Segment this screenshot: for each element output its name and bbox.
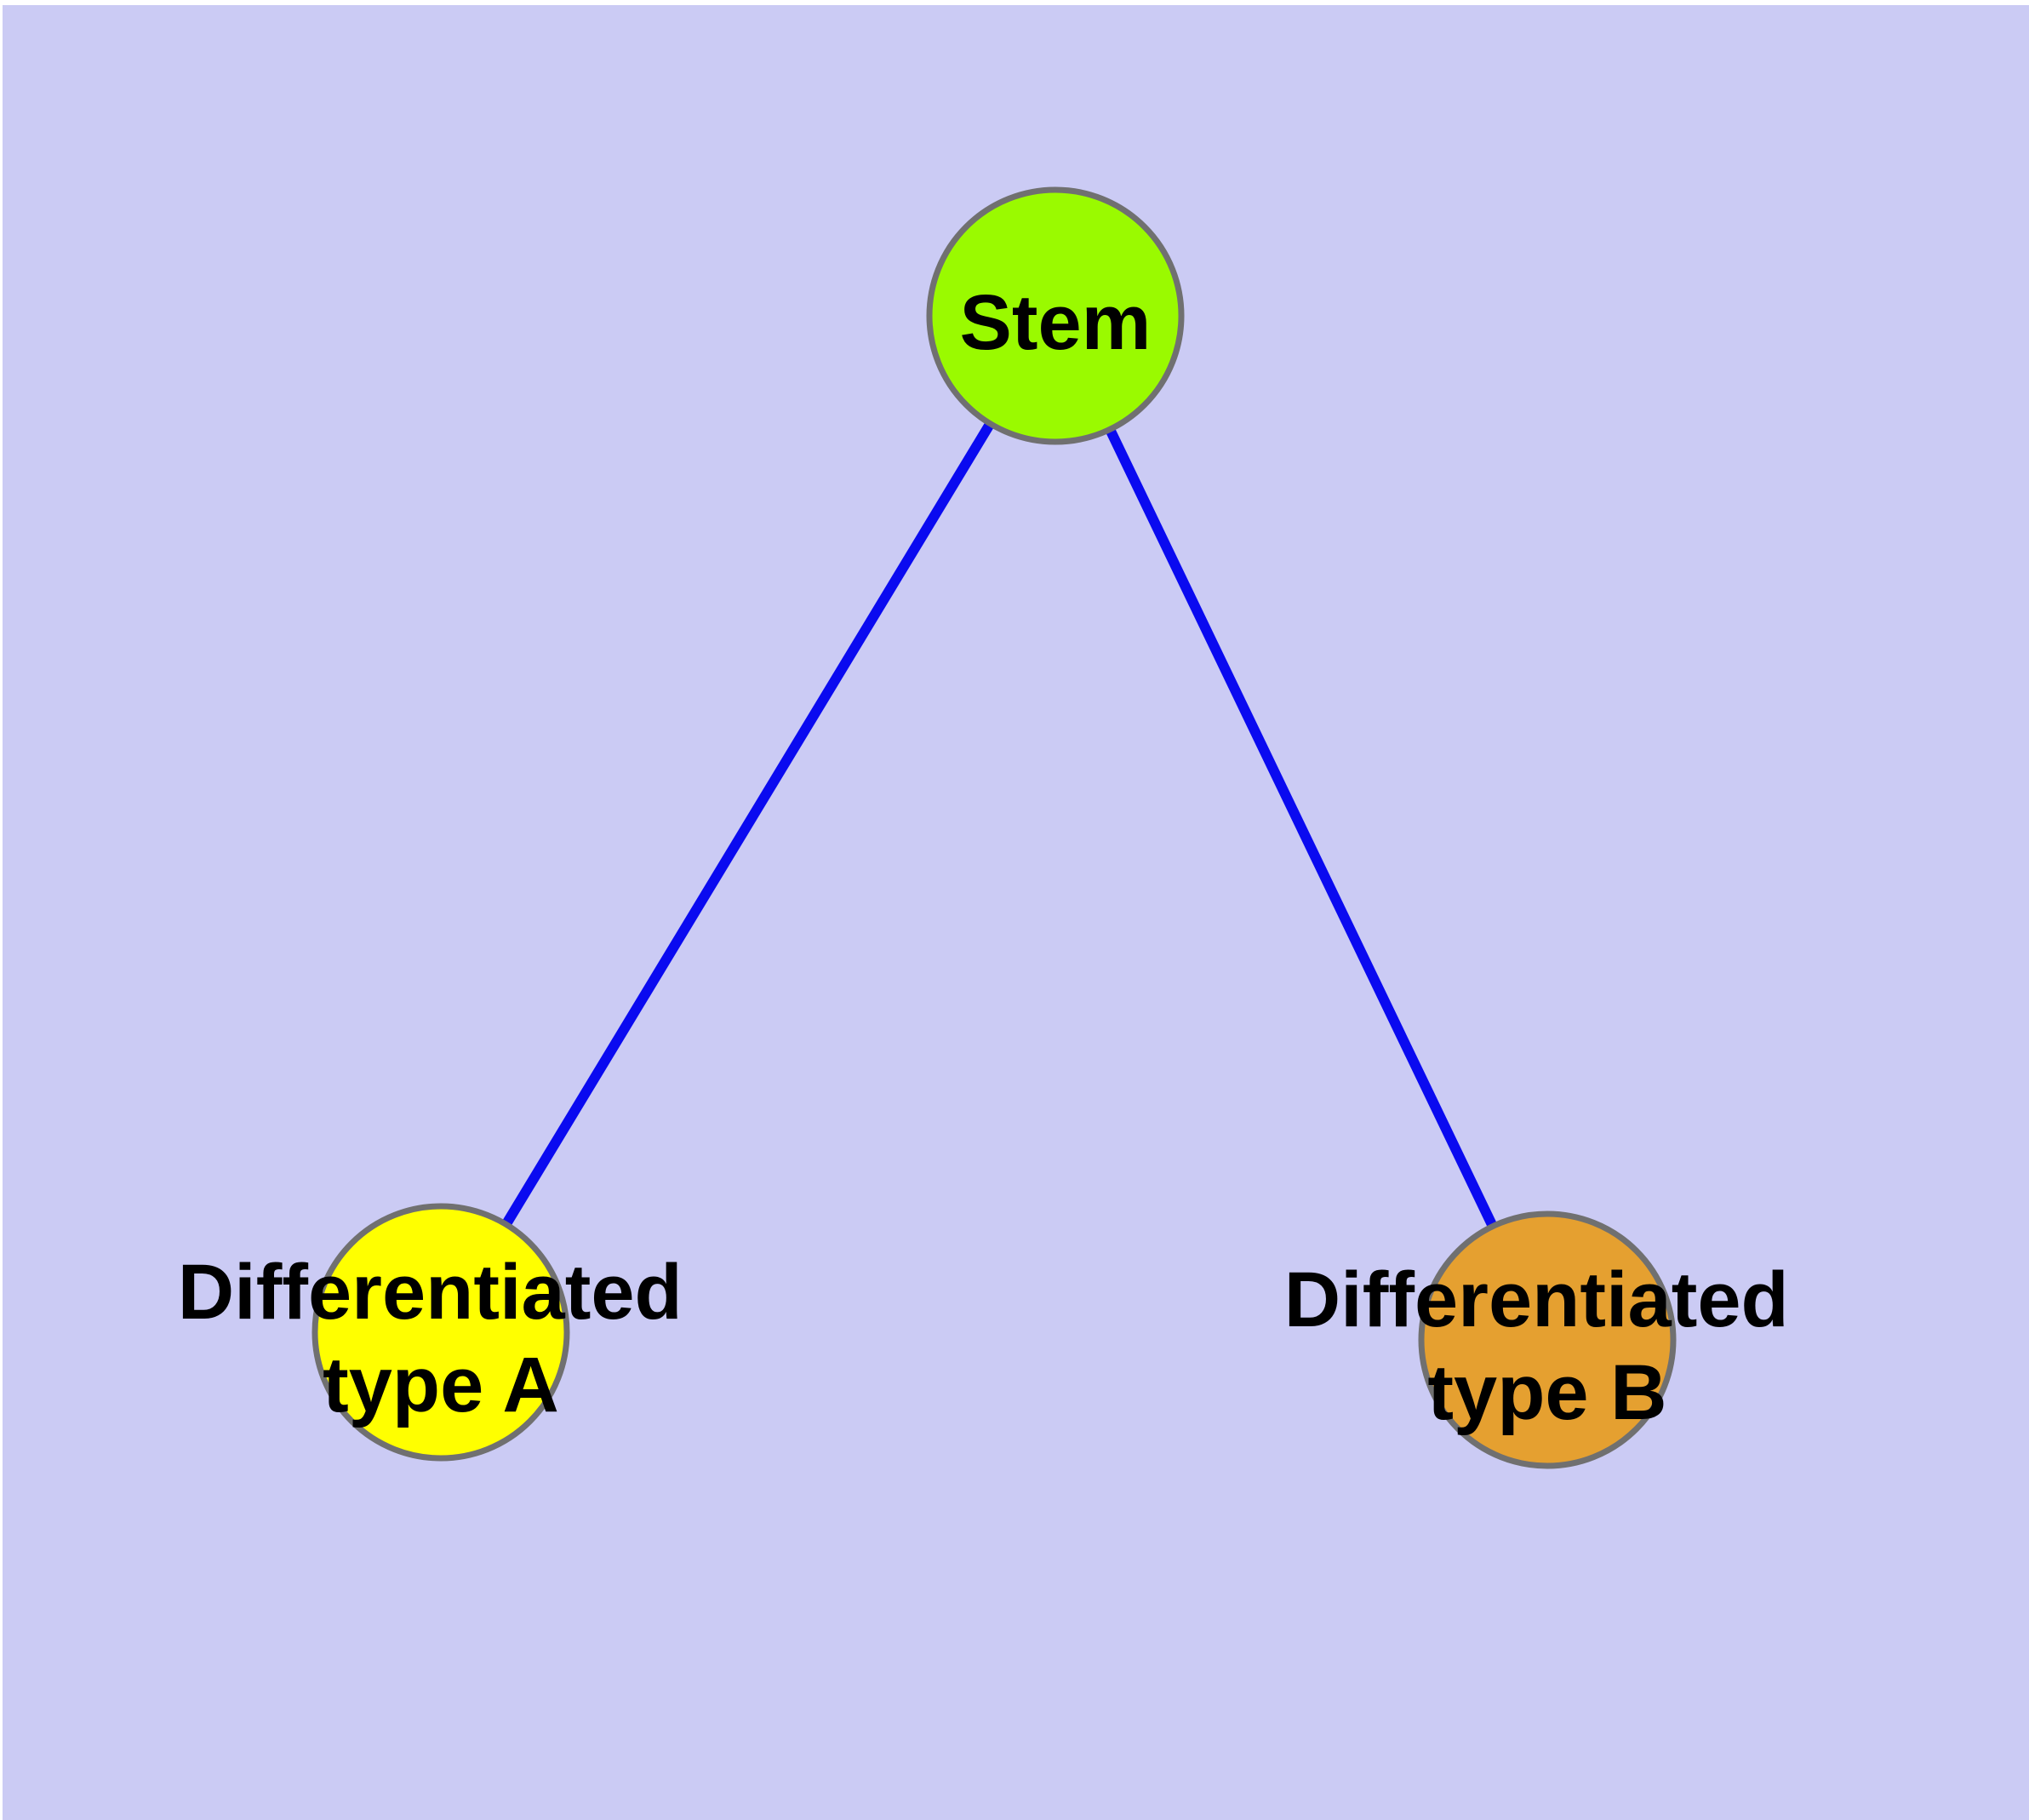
node-type-a-label: Differentiated type A	[178, 1249, 705, 1428]
node-stem-label: Stem	[960, 279, 1152, 366]
edge-stem-to-type-a	[436, 312, 1060, 1336]
node-type-a-label-line1: Differentiated	[178, 1249, 683, 1336]
node-type-b-label-line2: type B	[1427, 1349, 1666, 1436]
edge-stem-to-type-b	[1050, 313, 1552, 1342]
node-stem	[926, 186, 1185, 445]
node-type-b-label: Differentiated type B	[1284, 1256, 1811, 1436]
node-type-b-label-line1: Differentiated	[1284, 1256, 1789, 1343]
node-differentiated-type-a	[311, 1203, 570, 1462]
node-type-a-label-line2: type A	[323, 1342, 559, 1428]
node-differentiated-type-b	[1418, 1210, 1677, 1469]
